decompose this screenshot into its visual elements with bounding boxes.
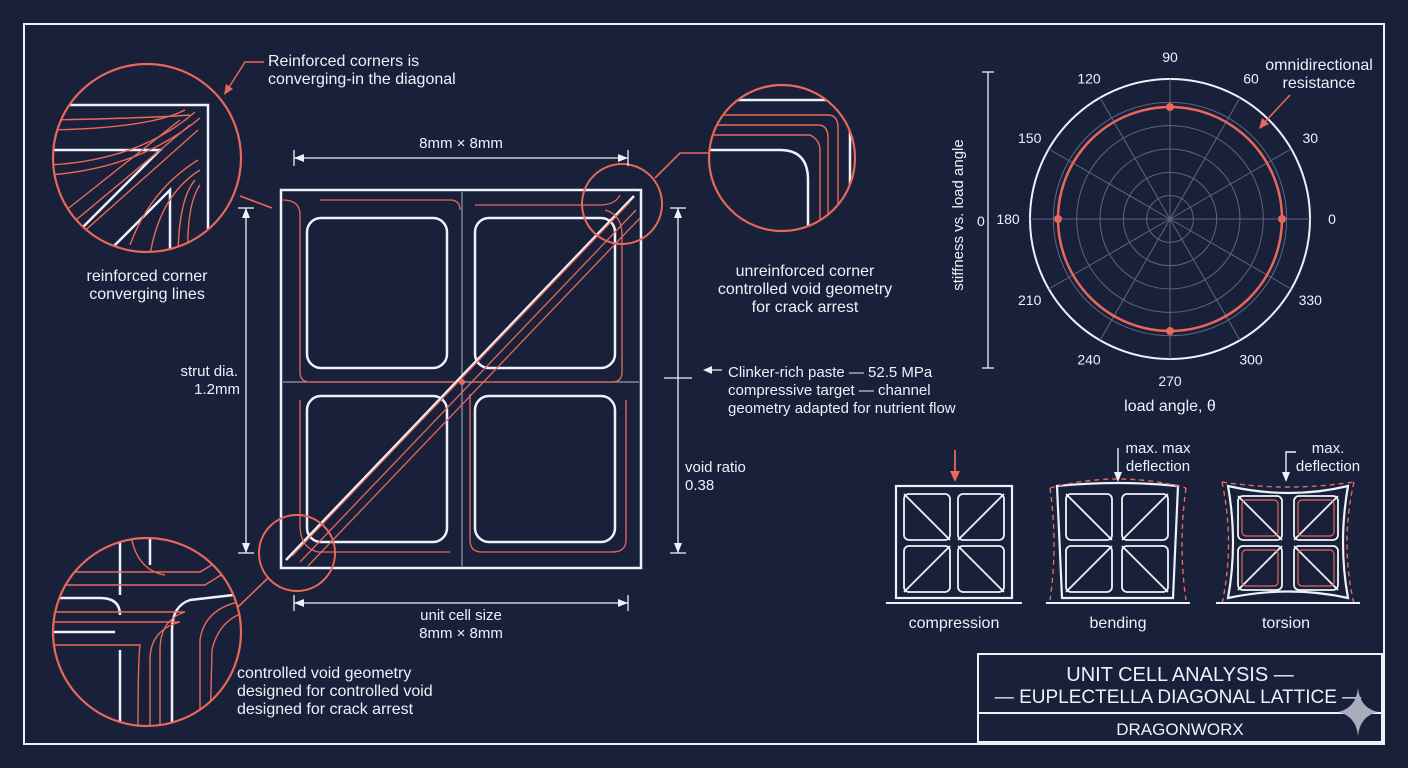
polar-data-point <box>1278 215 1286 223</box>
polar-angle-label: 90 <box>1162 49 1178 65</box>
void-bottom-left <box>305 394 449 544</box>
sheet-border <box>23 23 1385 745</box>
polar-angle-label: 30 <box>1303 130 1319 146</box>
strut-label-1: strut dia. <box>180 363 238 380</box>
sparkle-icon <box>1338 688 1378 736</box>
corner-ring-top-right <box>581 163 663 245</box>
bending-annotation-2: deflection <box>1126 458 1190 475</box>
polar-grid <box>1029 78 1311 360</box>
top-left-caption-1: reinforced corner <box>87 268 209 285</box>
polar-angle-label: 330 <box>1299 292 1323 308</box>
polar-series <box>1054 103 1286 335</box>
void-ratio-label: void ratio <box>685 459 746 476</box>
top-right-caption-3: for crack arrest <box>752 299 859 316</box>
dim-bottom-label-2: 8mm × 8mm <box>419 625 503 642</box>
polar-spoke <box>1099 97 1171 220</box>
detail-top-right <box>654 83 857 233</box>
polar-angle-label: 240 <box>1077 351 1101 367</box>
polar-chart: 0 30 60 90 120 150 180 210 240 270 300 330 <box>982 49 1336 389</box>
load-case-compression <box>886 450 1022 604</box>
load-case-bending <box>1046 448 1190 604</box>
polar-angle-label: 210 <box>1018 292 1042 308</box>
polar-angle-label: 120 <box>1077 71 1101 87</box>
title-block <box>977 653 1383 743</box>
bottom-left-caption-1: controlled void geometry <box>237 665 411 682</box>
polar-angle-label: 270 <box>1158 373 1182 389</box>
polar-spoke <box>1099 218 1171 341</box>
material-note-3: geometry adapted for nutrient flow <box>728 400 956 417</box>
title-line-2: — EUPLECTELLA DIAGONAL LATTICE — <box>995 687 1361 708</box>
polar-spoke <box>1048 148 1171 220</box>
force-flow-lines <box>282 194 641 567</box>
unit-cell-outline <box>279 188 643 570</box>
dim-bottom-label-1: unit cell size <box>420 607 502 624</box>
unit-cell-drawing <box>258 163 663 592</box>
polar-radial-zero: 0 <box>977 213 985 229</box>
void-ratio-value: 0.38 <box>685 477 714 494</box>
torsion-annotation-2: deflection <box>1296 458 1360 475</box>
material-note-2: compressive target — channel <box>728 382 931 399</box>
polar-angle-label: 60 <box>1243 71 1259 87</box>
polar-xlabel: load angle, θ <box>1124 398 1216 415</box>
polar-angle-labels: 0 30 60 90 120 150 180 210 240 270 300 330 <box>996 49 1336 389</box>
dimension-lines <box>238 150 692 611</box>
company-name: DRAGONWORX <box>1116 720 1244 739</box>
bending-label: bending <box>1090 615 1147 632</box>
void-bottom-right <box>473 394 617 544</box>
polar-angle-label: 300 <box>1239 351 1263 367</box>
polar-data-point <box>1166 103 1174 111</box>
detail-top-left <box>51 62 273 254</box>
top-left-callout-1: Reinforced corners is <box>268 53 419 70</box>
polar-data-point <box>1054 215 1062 223</box>
torsion-label: torsion <box>1262 615 1310 632</box>
bottom-left-caption-2: designed for controlled void <box>237 683 433 700</box>
title-line-1: UNIT CELL ANALYSIS — <box>1066 664 1294 686</box>
polar-spoke <box>1048 218 1171 290</box>
bending-annotation-1: max. max <box>1125 440 1191 457</box>
top-left-caption-2: converging lines <box>89 286 205 303</box>
material-note-1: Clinker-rich paste — 52.5 MPa <box>728 364 933 381</box>
top-right-caption-1: unreinforced corner <box>736 263 875 280</box>
dim-top-label: 8mm × 8mm <box>419 135 503 152</box>
polar-annotation-1: omnidirectional <box>1265 57 1373 74</box>
strut-label-2: 1.2mm <box>194 381 240 398</box>
polar-annotation-2: resistance <box>1283 75 1356 92</box>
polar-spoke <box>1169 218 1241 341</box>
polar-spoke <box>1169 148 1292 220</box>
load-case-torsion <box>1216 451 1360 605</box>
void-top-left <box>305 216 449 370</box>
polar-angle-label: 180 <box>996 211 1020 227</box>
top-right-caption-2: controlled void geometry <box>718 281 892 298</box>
corner-ring-bottom-left <box>258 514 336 592</box>
polar-spoke <box>1169 97 1241 220</box>
void-top-right <box>473 216 617 370</box>
polar-spoke <box>1169 218 1292 290</box>
detail-bottom-left <box>51 536 269 728</box>
compression-label: compression <box>909 615 1000 632</box>
top-left-callout-2: converging-in the diagonal <box>268 71 456 88</box>
polar-ylabel: stiffness vs. load angle <box>950 139 967 290</box>
polar-angle-label: 0 <box>1328 211 1336 227</box>
torsion-annotation-1: max. <box>1312 440 1345 457</box>
polar-data-point <box>1166 327 1174 335</box>
bottom-left-caption-3: designed for crack arrest <box>237 701 414 718</box>
polar-angle-label: 150 <box>1018 130 1042 146</box>
diagonal-strut <box>285 195 635 561</box>
